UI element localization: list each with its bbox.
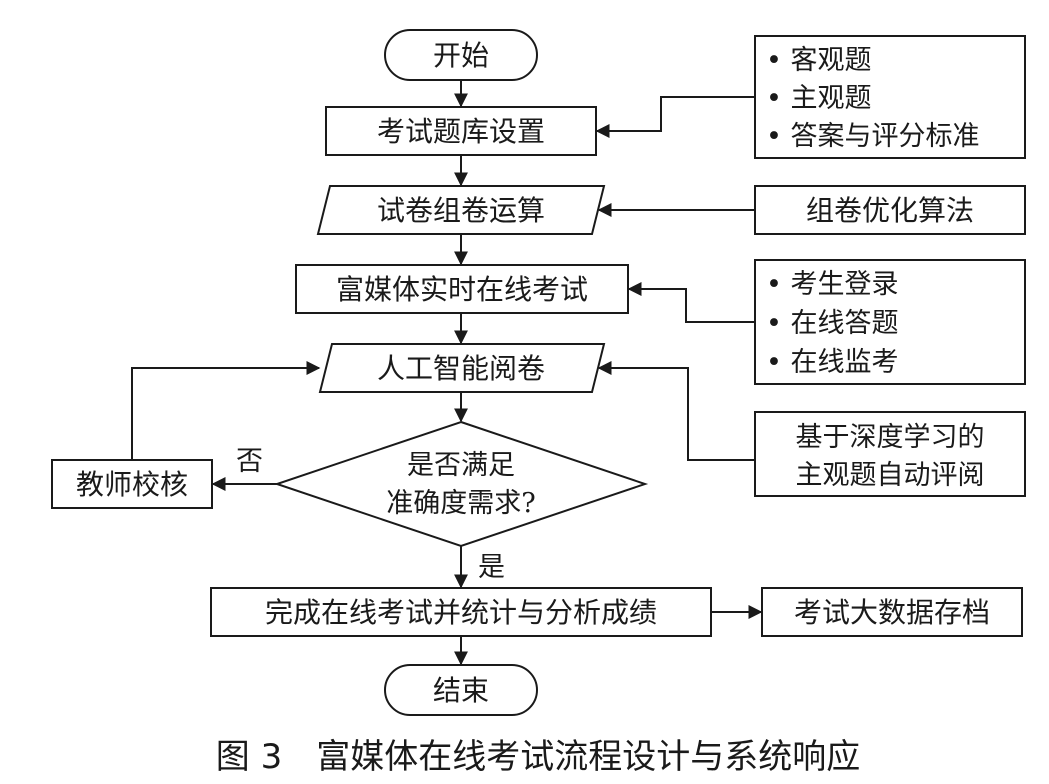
- figure-caption: 图 3 富媒体在线考试流程设计与系统响应: [216, 737, 860, 777]
- deep-learning-box: 基于深度学习的 主观题自动评阅: [754, 411, 1026, 497]
- bank-items-box: • 客观题 • 主观题 • 答案与评分标准: [754, 35, 1026, 159]
- start-label: 开始: [433, 39, 489, 72]
- online-exam-node: 富媒体实时在线考试: [295, 264, 629, 314]
- exam-item-answering: • 在线答题: [766, 308, 899, 339]
- end-label: 结束: [433, 674, 489, 707]
- yes-label: 是: [478, 552, 505, 583]
- teacher-review-label: 教师校核: [76, 468, 188, 501]
- end-node: 结束: [384, 664, 538, 716]
- algorithm-box: 组卷优化算法: [754, 185, 1026, 235]
- teacher-review-node: 教师校核: [51, 459, 213, 509]
- deep-learning-label-line1: 基于深度学习的: [796, 422, 985, 453]
- bank-item-objective: • 客观题: [766, 45, 872, 76]
- algorithm-label: 组卷优化算法: [806, 194, 974, 227]
- start-node: 开始: [384, 29, 538, 81]
- decision-label-line2: 准确度需求?: [386, 488, 535, 519]
- bank-setup-label: 考试题库设置: [377, 115, 545, 148]
- finish-stats-label: 完成在线考试并统计与分析成绩: [265, 596, 657, 629]
- ai-grading-label: 人工智能阅卷: [377, 352, 545, 385]
- archive-node: 考试大数据存档: [761, 587, 1023, 637]
- bank-setup-node: 考试题库设置: [325, 106, 597, 156]
- arrow-bank-items-to-setup: [595, 96, 755, 138]
- exam-item-login: • 考生登录: [766, 269, 899, 300]
- deep-learning-label-line2: 主观题自动评阅: [796, 460, 985, 491]
- bank-item-subjective: • 主观题: [766, 83, 872, 114]
- exam-items-box: • 考生登录 • 在线答题 • 在线监考: [754, 259, 1026, 385]
- arrow-exam-items-to-exam: [627, 282, 755, 323]
- bank-item-answers: • 答案与评分标准: [766, 121, 980, 152]
- decision-node: 是否满足 准确度需求?: [273, 420, 649, 548]
- archive-label: 考试大数据存档: [794, 596, 990, 629]
- exam-item-proctoring: • 在线监考: [766, 347, 899, 378]
- ai-grading-node: 人工智能阅卷: [318, 343, 606, 393]
- compose-node: 试卷组卷运算: [316, 185, 606, 235]
- online-exam-label: 富媒体实时在线考试: [336, 273, 588, 306]
- finish-stats-node: 完成在线考试并统计与分析成绩: [210, 587, 712, 637]
- arrow-review-to-grading: [131, 361, 321, 460]
- compose-label: 试卷组卷运算: [377, 194, 545, 227]
- arrow-deep-learning-to-grading: [597, 361, 755, 461]
- no-label: 否: [236, 446, 263, 477]
- decision-label-line1: 是否满足: [407, 450, 515, 481]
